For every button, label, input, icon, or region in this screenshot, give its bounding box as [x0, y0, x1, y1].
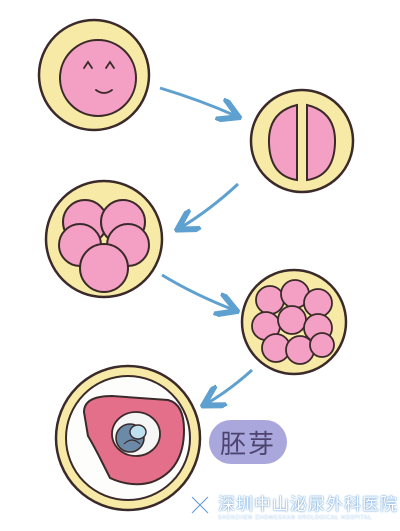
smiley-face-icon: [83, 60, 115, 94]
stage-four-cell: [44, 179, 164, 299]
arrow-4: [206, 368, 254, 404]
stage-zygote: [37, 18, 151, 132]
embryo-bud-label: 胚芽: [209, 420, 287, 464]
embryo-bud-icon: [111, 411, 161, 457]
arrow-3: [161, 273, 234, 310]
hospital-logo-icon: [190, 495, 210, 515]
stage-blastocyst: [54, 364, 202, 512]
arrow-2: [180, 182, 240, 228]
watermark-chinese-text: 深圳中山泌尿外科医院: [218, 494, 398, 515]
hospital-watermark: 深圳中山泌尿外科医院 SHENZHEN ZHONGSHAN UROLOGICAL…: [186, 486, 398, 524]
embryo-bud-label-text: 胚芽: [219, 429, 276, 460]
stage-two-cell: [249, 88, 355, 194]
arrow-1: [159, 86, 236, 116]
stage-morula: [240, 268, 348, 376]
watermark-english-text: SHENZHEN ZHONGSHAN UROLOGICAL HOSPITAL: [218, 514, 372, 521]
